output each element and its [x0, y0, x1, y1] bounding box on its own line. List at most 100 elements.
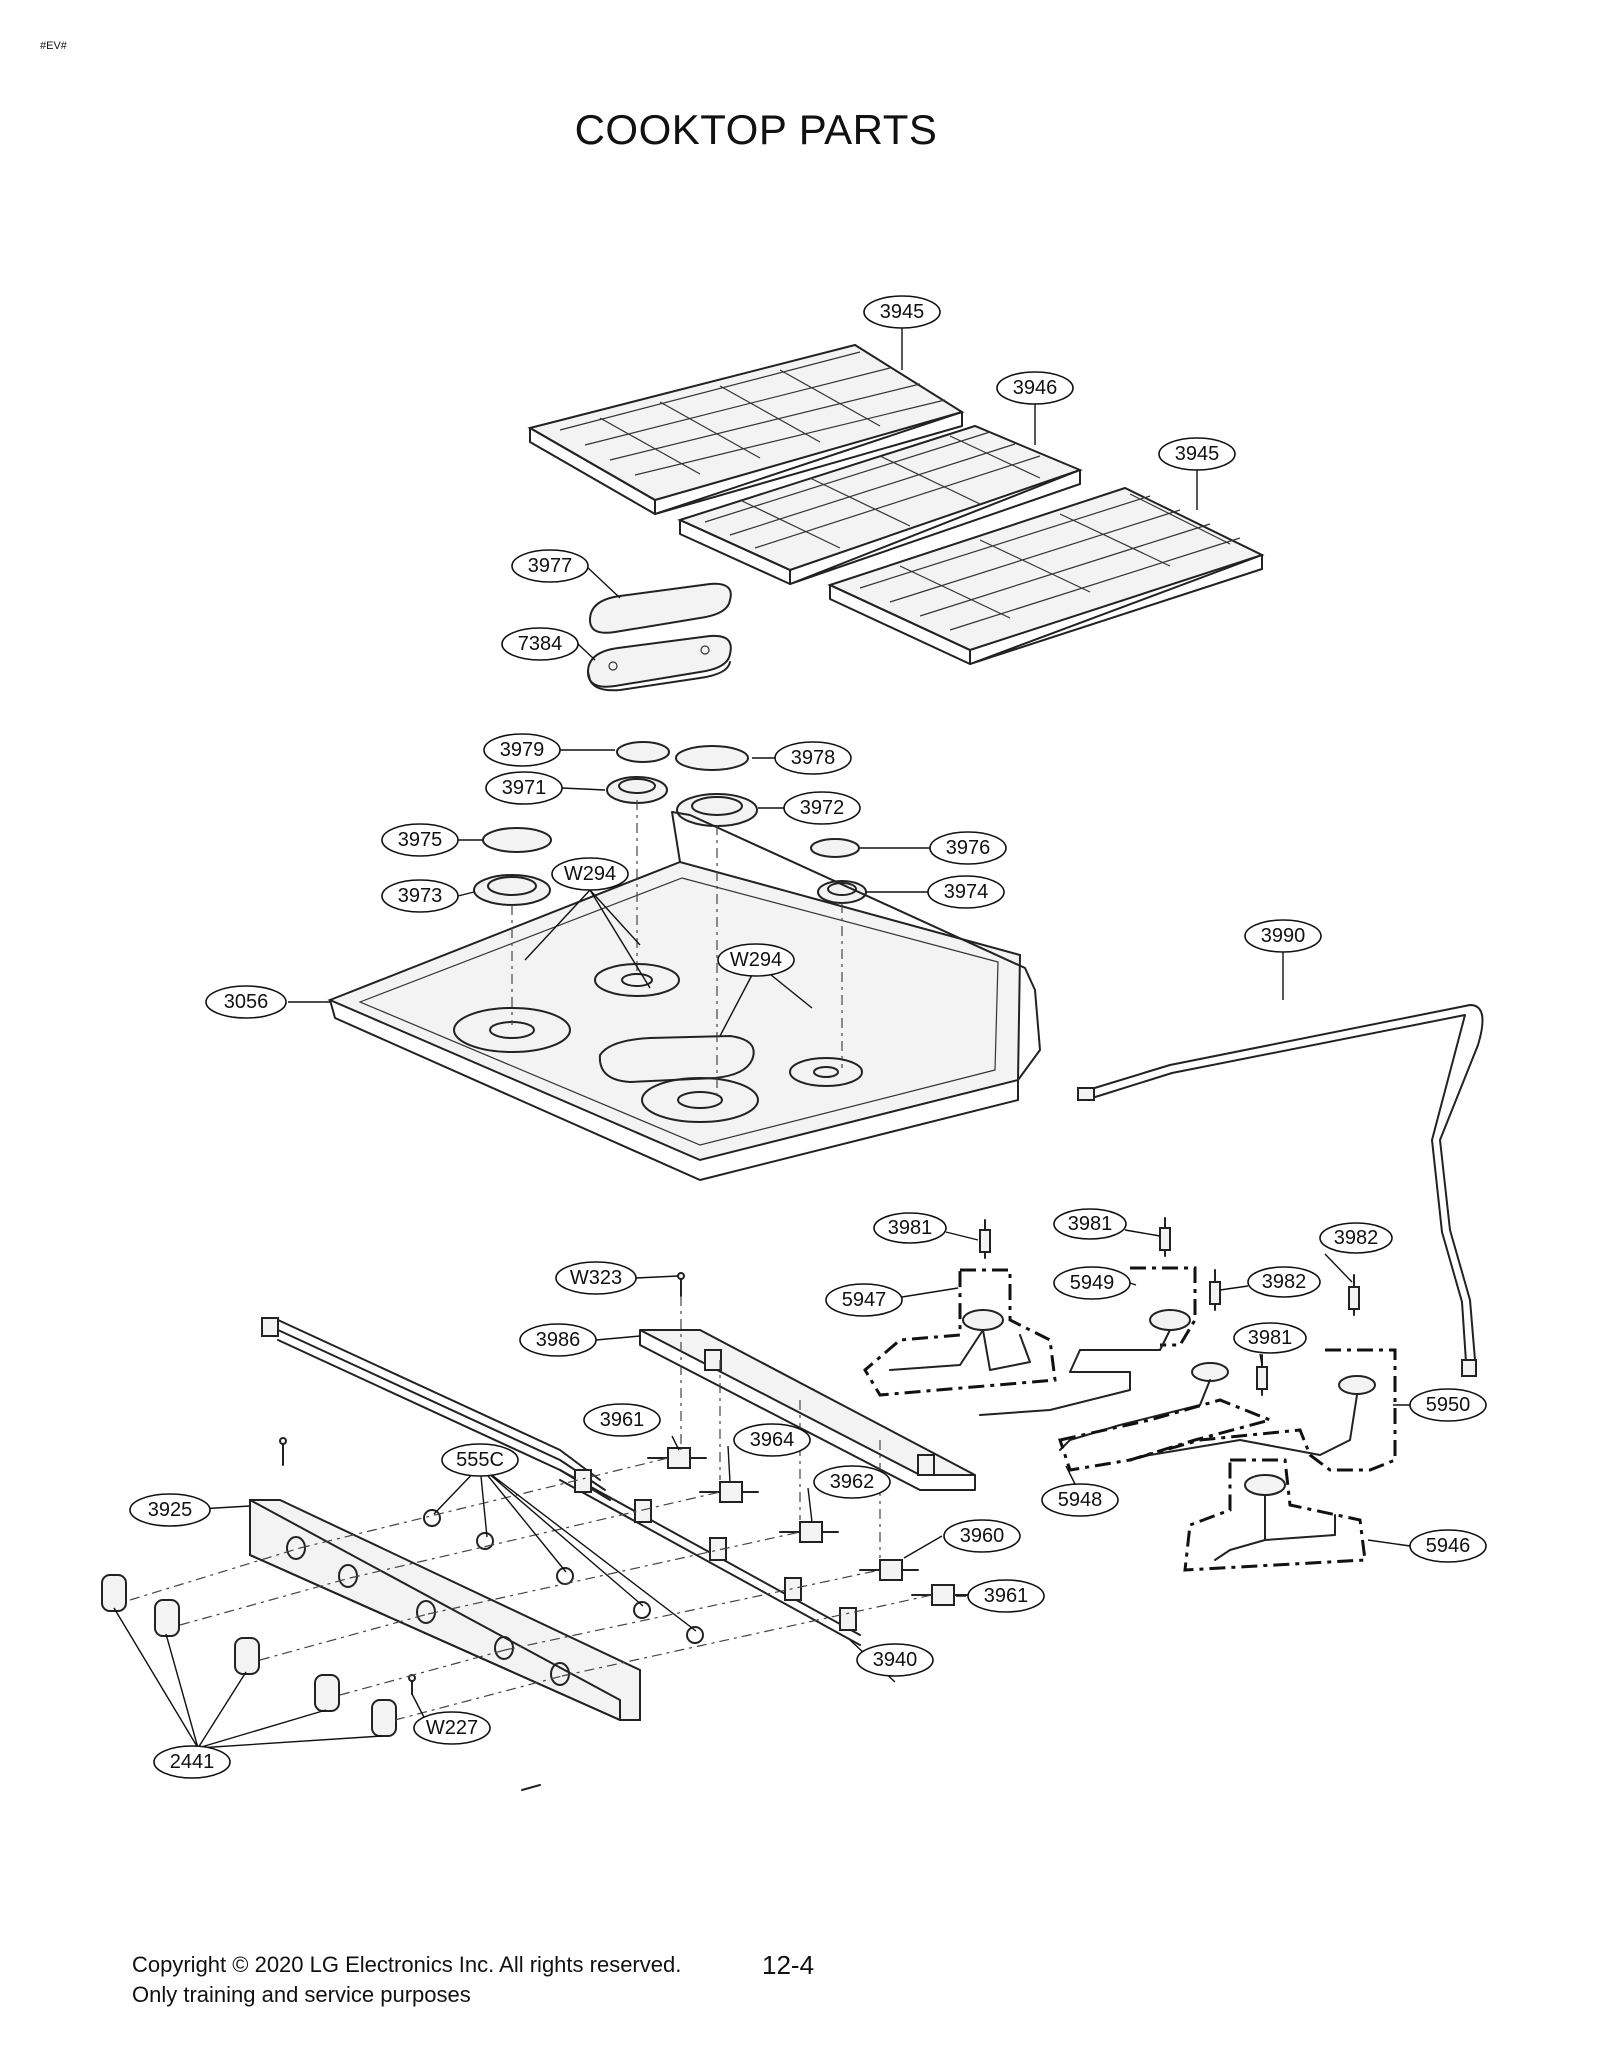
callout-label: 5948 [1058, 1489, 1103, 1511]
callout-3961-top: 3961 [583, 1403, 661, 1437]
callout-3974: 3974 [927, 875, 1005, 909]
callout-label: 3940 [873, 1649, 918, 1671]
burner-tube-5950-drawing [1129, 1348, 1397, 1472]
page-number: 12-4 [762, 1950, 815, 1980]
callout-3990: 3990 [1244, 919, 1322, 953]
callout-label: 3979 [500, 739, 545, 761]
callout-w227: W227 [413, 1711, 491, 1745]
callout-w294-right: W294 [717, 943, 795, 977]
callout-label: 2441 [170, 1751, 215, 1773]
griddle-cap-drawing [588, 582, 732, 634]
burner-tube-center-drawing [1059, 1362, 1229, 1451]
callout-label: 3978 [791, 747, 836, 769]
callout-3979: 3979 [483, 733, 561, 767]
callout-label: W323 [570, 1267, 622, 1289]
burner-tube-5946-drawing [1183, 1458, 1367, 1572]
callout-w294-left: W294 [551, 857, 629, 891]
callout-label: 3974 [944, 881, 989, 903]
callout-3925: 3925 [129, 1493, 211, 1527]
callout-3975: 3975 [381, 823, 459, 857]
callout-label: 3962 [830, 1471, 875, 1493]
burner-tube-5947-drawing [863, 1268, 1057, 1397]
callout-3962: 3962 [813, 1465, 891, 1499]
callout-label: 3945 [880, 301, 925, 323]
callout-5947: 5947 [825, 1283, 903, 1317]
callout-label: 5947 [842, 1289, 887, 1311]
callout-3945-right: 3945 [1158, 437, 1236, 471]
callout-label: 3977 [528, 555, 573, 577]
callout-label: 5949 [1070, 1272, 1115, 1294]
callout-5949: 5949 [1053, 1266, 1131, 1300]
callout-label: 3960 [960, 1525, 1005, 1547]
grate-center-drawing [677, 424, 1083, 585]
callout-label: 3964 [750, 1429, 795, 1451]
callout-3981-b: 3981 [1053, 1208, 1127, 1240]
callout-label: 555C [456, 1449, 504, 1471]
callout-3977: 3977 [511, 549, 589, 583]
callout-label: 3961 [984, 1585, 1029, 1607]
page-tag: #EV# [40, 40, 67, 52]
callout-555c: 555C [441, 1443, 519, 1477]
callout-3960: 3960 [943, 1519, 1021, 1553]
callout-3940: 3940 [856, 1643, 934, 1677]
callout-label: 7384 [518, 633, 563, 655]
footer-line1: Copyright © 2020 LG Electronics Inc. All… [132, 1952, 682, 1977]
grate-left-drawing [527, 343, 965, 515]
callout-5946: 5946 [1409, 1529, 1487, 1563]
cooktop-panel-drawing [327, 811, 1041, 1181]
page-title: COOKTOP PARTS [574, 106, 938, 153]
callout-3981-a: 3981 [873, 1212, 947, 1244]
callout-3961-bottom: 3961 [967, 1579, 1045, 1613]
manifold-drawing [559, 1469, 861, 1646]
callout-label: 3975 [398, 829, 443, 851]
callout-label: 3971 [502, 777, 547, 799]
callout-label: 3972 [800, 797, 845, 819]
callout-label: W294 [564, 863, 616, 885]
footer-copyright: Copyright © 2020 LG Electronics Inc. All… [132, 1950, 681, 2010]
callout-5950: 5950 [1409, 1388, 1487, 1422]
callout-label: 3986 [536, 1329, 581, 1351]
igniters-drawing [979, 1217, 1360, 1396]
callout-3972: 3972 [783, 791, 861, 825]
callout-3946: 3946 [996, 371, 1074, 405]
footer-line2: Only training and service purposes [132, 1982, 471, 2007]
callout-label: 3982 [1262, 1271, 1307, 1293]
callout-3986: 3986 [519, 1323, 597, 1357]
callout-3982-a: 3982 [1319, 1222, 1393, 1254]
callout-3981-c: 3981 [1233, 1322, 1307, 1354]
callout-label: W227 [426, 1717, 478, 1739]
callout-3945-left: 3945 [863, 295, 941, 329]
callout-3978: 3978 [774, 741, 852, 775]
callout-3964: 3964 [733, 1423, 811, 1457]
grate-right-drawing [827, 486, 1265, 665]
burner-caps-drawing [482, 741, 860, 858]
callout-label: 3961 [600, 1409, 645, 1431]
callout-label: 3981 [888, 1217, 933, 1239]
callout-2441: 2441 [153, 1745, 231, 1779]
gas-tube-drawing [1077, 1004, 1484, 1377]
callout-label: 3946 [1013, 377, 1058, 399]
callout-5948: 5948 [1041, 1483, 1119, 1517]
burner-tube-5948-drawing [1058, 1398, 1275, 1472]
callout-3971: 3971 [485, 771, 563, 805]
callout-label: 3981 [1248, 1327, 1293, 1349]
callout-label: 5946 [1426, 1535, 1471, 1557]
knobs-drawing [101, 1574, 397, 1737]
callout-3982-b: 3982 [1247, 1266, 1321, 1298]
callout-label: 3056 [224, 991, 269, 1013]
callout-3976: 3976 [929, 831, 1007, 865]
callout-label: 3990 [1261, 925, 1306, 947]
burner-tube-5949-drawing [979, 1266, 1197, 1416]
callout-label: 3982 [1334, 1227, 1379, 1249]
griddle-base-drawing [586, 634, 732, 692]
callout-label: 3981 [1068, 1213, 1113, 1235]
callout-label: W294 [730, 949, 782, 971]
callout-7384: 7384 [501, 627, 579, 661]
callout-label: 3973 [398, 885, 443, 907]
callout-w323: W323 [555, 1261, 637, 1295]
callout-label: 3945 [1175, 443, 1220, 465]
callout-label: 3976 [946, 837, 991, 859]
callout-3973: 3973 [381, 879, 459, 913]
callout-label: 5950 [1426, 1394, 1471, 1416]
